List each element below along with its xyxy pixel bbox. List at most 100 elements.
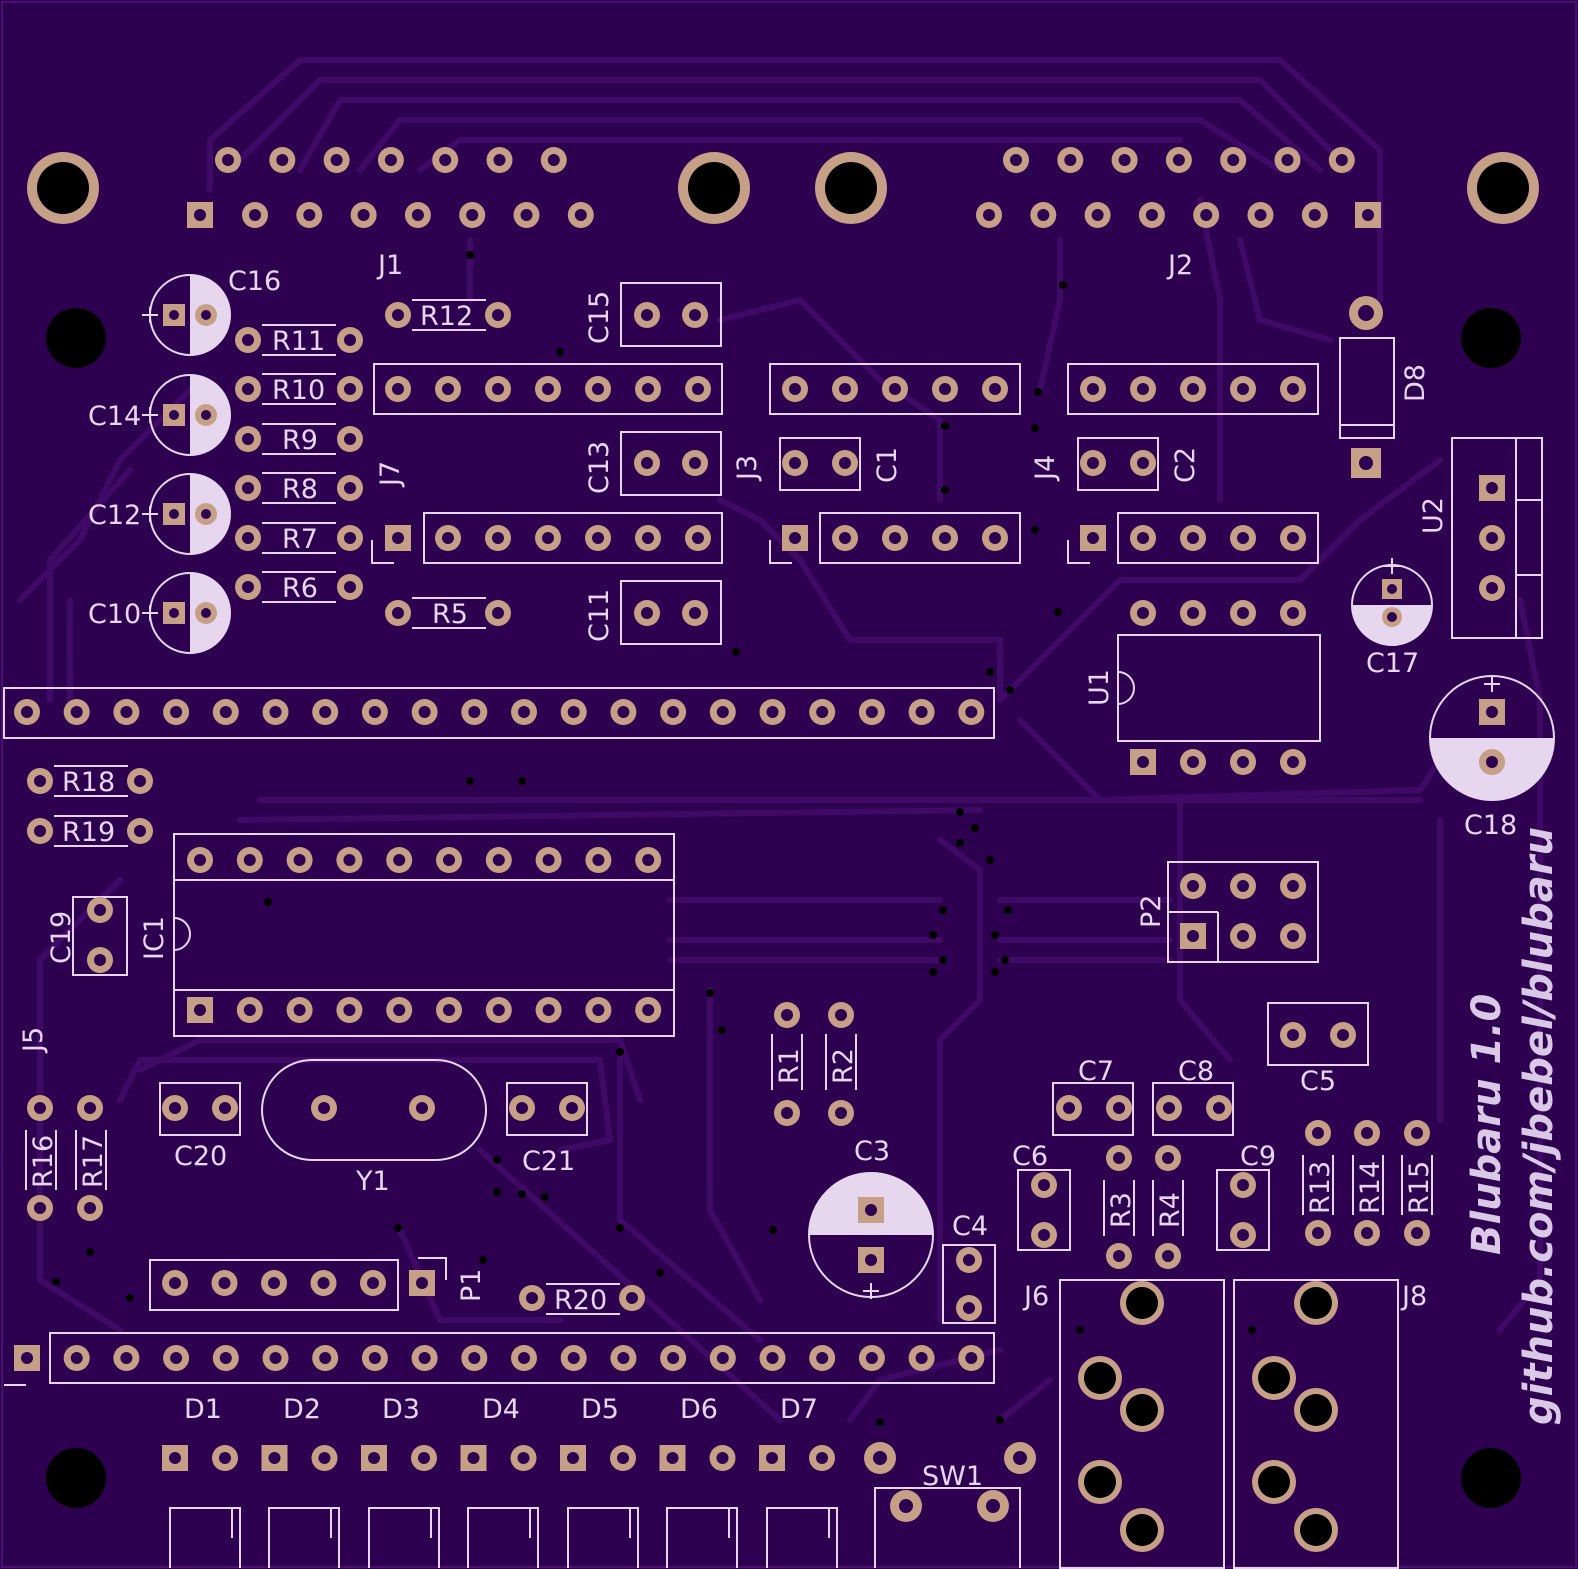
pad-drill [34, 825, 46, 837]
pad-drill [367, 1277, 379, 1289]
jack-drill [1084, 1362, 1116, 1394]
pad-drill [468, 706, 481, 718]
label-r20: R20 [554, 1285, 607, 1316]
pad-drill [344, 581, 356, 593]
pad-drill [242, 383, 254, 395]
pad-drill [416, 1277, 428, 1289]
pad-drill [1113, 1250, 1125, 1262]
pad-drill [344, 334, 356, 346]
pad-drill [1486, 482, 1498, 494]
pad-drill [222, 154, 234, 166]
pad-drill [642, 854, 655, 866]
pad-drill [1137, 457, 1149, 469]
pad-drill [219, 1352, 232, 1364]
label-d6: D6 [680, 1394, 718, 1425]
pad-drill [243, 854, 256, 866]
pad-drill [1187, 756, 1199, 768]
label-c8: C8 [1178, 1056, 1214, 1087]
pad-drill [443, 1004, 455, 1016]
pad-drill [642, 1004, 655, 1016]
pad-drill [393, 854, 406, 866]
label-r6: R6 [282, 573, 318, 604]
pad-drill [319, 706, 332, 718]
pad-drill [242, 482, 254, 494]
pad-drill [835, 1107, 847, 1119]
pad-drill [1287, 1029, 1299, 1041]
label-c9: C9 [1240, 1141, 1276, 1172]
pad-drill [443, 854, 455, 866]
pad-drill [889, 383, 901, 395]
pad-drill [1227, 154, 1240, 166]
label-j7: J7 [375, 461, 406, 488]
pad-drill [21, 1352, 33, 1364]
pad-drill [642, 383, 654, 395]
pad-drill [169, 1277, 181, 1289]
pad-drill [1163, 1102, 1175, 1114]
pad-drill [1063, 1102, 1075, 1114]
pad-drill [344, 433, 356, 445]
label-r16: R16 [28, 1135, 59, 1188]
jack-drill [1126, 1514, 1158, 1546]
pad-drill [1187, 607, 1199, 619]
pad-drill [219, 1102, 231, 1114]
pad-drill [689, 607, 701, 619]
pad-drill [242, 334, 254, 346]
label-r5: R5 [432, 599, 468, 630]
pad-drill [120, 706, 133, 718]
jack-drill [1258, 1362, 1290, 1394]
pad-drill [963, 1254, 975, 1266]
pad-drill [873, 1451, 887, 1465]
pad-drill [865, 1204, 877, 1216]
pad-drill [242, 532, 254, 544]
pad-drill [70, 706, 83, 718]
pad-drill [716, 1352, 729, 1364]
pad-drill [268, 1452, 281, 1464]
label-r14: R14 [1355, 1161, 1386, 1214]
pad-drill [170, 706, 183, 718]
pad-drill [1237, 607, 1249, 619]
pad-drill [666, 1452, 679, 1464]
pad-drill [1087, 532, 1099, 544]
label-u1: U1 [1084, 669, 1115, 706]
pad-drill [716, 1452, 729, 1464]
pad-drill [567, 706, 580, 718]
pad-drill [781, 1009, 793, 1021]
pad-drill [1359, 456, 1373, 470]
pad-drill [368, 1452, 380, 1464]
pad-drill [641, 607, 653, 619]
pad-drill [493, 154, 506, 166]
pad-drill [318, 1452, 331, 1464]
pad-drill [492, 309, 504, 321]
label-d5: D5 [581, 1394, 619, 1425]
pad-drill [34, 1202, 46, 1214]
pad-drill [368, 1352, 381, 1364]
pad-drill [839, 383, 851, 395]
pad-drill [1172, 154, 1185, 166]
pad-drill [667, 1352, 680, 1364]
pad-drill [343, 854, 356, 866]
pad-drill [889, 532, 901, 544]
label-p2: P2 [1136, 895, 1167, 928]
component-labels: J1 J2 C16 R12 R11 R10 R9 R8 R7 R6 R5 C14… [18, 250, 1562, 1492]
pad-drill [689, 309, 701, 321]
pad-drill [592, 1004, 605, 1016]
pad-drill [1287, 383, 1299, 395]
pad-drill [492, 532, 504, 544]
pad-drill [293, 1004, 306, 1016]
label-r18: R18 [62, 767, 115, 798]
pad-drill [626, 1292, 638, 1304]
label-j1: J1 [376, 250, 403, 281]
pad-drill [269, 1352, 282, 1364]
pad-drill [865, 706, 878, 718]
pad-drill [965, 1352, 978, 1364]
pad-drill [963, 1302, 975, 1314]
pad-drill [915, 1352, 928, 1364]
pad-drill [466, 209, 479, 221]
pad-drill [965, 706, 978, 718]
pad-drill [293, 854, 306, 866]
label-u2: U2 [1418, 497, 1449, 534]
label-r3: R3 [1106, 1192, 1137, 1228]
pad-drill [169, 608, 179, 618]
pad-drill [1254, 209, 1267, 221]
